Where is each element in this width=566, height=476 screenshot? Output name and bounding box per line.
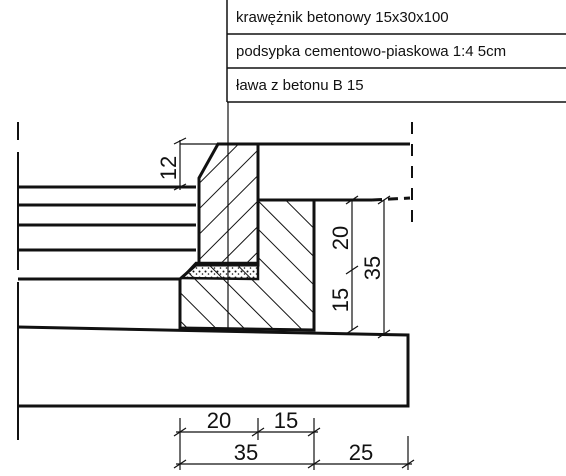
subgrade-slab bbox=[17, 325, 410, 408]
dim-bottom-total-label: 35 bbox=[234, 440, 258, 465]
dim-bottom-left-label: 20 bbox=[207, 408, 231, 433]
dim-curb-top-label: 12 bbox=[156, 156, 181, 180]
dim-foundation-lower-label: 15 bbox=[328, 288, 353, 312]
dim-bottom-right-label: 25 bbox=[349, 440, 373, 465]
dim-bottom-mid-label: 15 bbox=[274, 408, 298, 433]
dim-total-height: 35 bbox=[360, 195, 391, 339]
legend-row-curb: krawężnik betonowy 15x30x100 bbox=[236, 9, 449, 26]
dim-bottom-chain: 20 15 35 25 bbox=[173, 408, 415, 470]
legend-row-bedding: podsypka cementowo-piaskowa 1:4 5cm bbox=[236, 43, 506, 60]
legend-row-foundation: ława z betonu B 15 bbox=[236, 77, 364, 94]
dim-total-height-label: 35 bbox=[360, 256, 385, 280]
pavement-layers bbox=[18, 185, 196, 281]
dim-foundation-stack: 20 15 bbox=[328, 195, 359, 335]
dim-curb-top: 12 bbox=[156, 137, 218, 191]
dim-foundation-upper-label: 20 bbox=[328, 226, 353, 250]
legend-table: krawężnik betonowy 15x30x100 podsypka ce… bbox=[226, 0, 566, 103]
